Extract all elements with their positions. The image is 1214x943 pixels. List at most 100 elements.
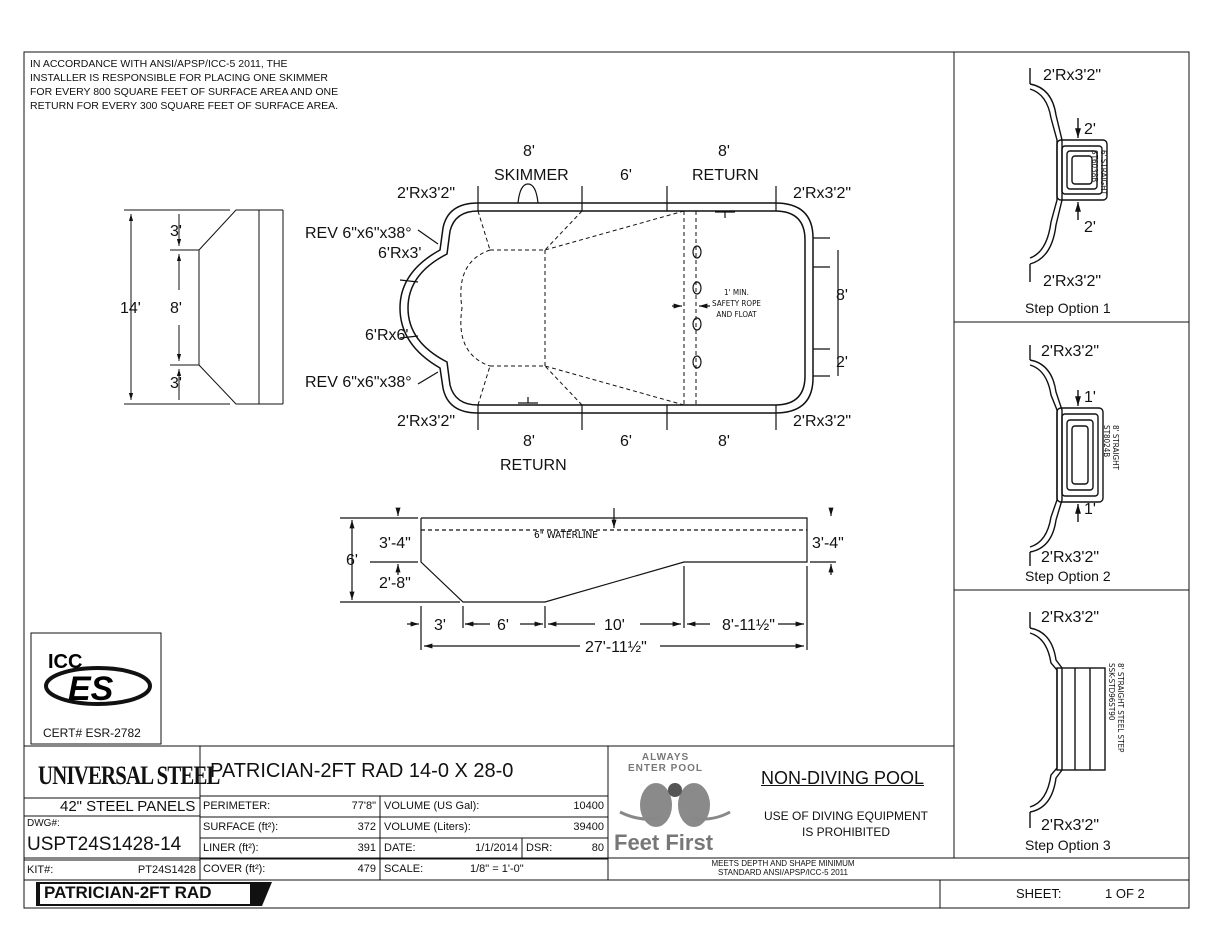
section-seg4: 8'-11½" (722, 617, 775, 634)
right-dim-2: 2' (836, 354, 848, 371)
perimeter-label: PERIMETER: (203, 800, 271, 812)
kit-number: PT24S1428 (137, 864, 196, 876)
cover-label: COVER (ft²): (203, 863, 266, 875)
width-bot-label: 3' (170, 375, 182, 392)
model-title: PATRICIAN-2FT RAD 14-0 X 28-0 (210, 760, 514, 782)
waterline-label: 6" WATERLINE (534, 530, 598, 541)
model-banner: PATRICIAN-2FT RAD (44, 883, 212, 902)
date-label: DATE: (384, 842, 416, 854)
step2-code: 8' STRAIGHT ST8024B (1102, 425, 1120, 470)
width-top-label: 3' (170, 223, 182, 240)
rev-bot-label: REV 6"x6"x38° (305, 374, 412, 391)
top-dim-8a: 8' (523, 143, 535, 160)
width-mid-label: 8' (170, 300, 182, 317)
cover-value: 479 (357, 863, 376, 875)
step1-bottom-label: 2'Rx3'2" (1043, 273, 1101, 290)
width-profile (124, 209, 284, 405)
liner-label: LINER (ft²): (203, 842, 259, 854)
dwg-number: USPT24S1428-14 (27, 834, 182, 855)
panel-ticks (399, 186, 830, 430)
badge-feet-first: Feet First (614, 830, 714, 855)
corner-tl-label: 2'Rx3'2" (397, 185, 455, 202)
svg-text:ICC: ICC (48, 651, 82, 673)
pool-section (340, 507, 836, 650)
bot-dim-6: 6' (620, 433, 632, 450)
date-value: 1/1/2014 (475, 842, 518, 854)
corner-br-label: 2'Rx3'2" (793, 413, 851, 430)
scale-value: 1/8" = 1'-0" (470, 863, 524, 875)
step-option-3-caption: Step Option 3 (1025, 837, 1111, 853)
section-depth-label: 6' (346, 552, 358, 569)
section-left-steps: 2'-8" (379, 575, 411, 592)
step-option-1-caption: Step Option 1 (1025, 300, 1111, 316)
section-seg2: 6' (497, 617, 509, 634)
top-dim-8b: 8' (718, 143, 730, 160)
step1-dim1: 2' (1084, 121, 1096, 138)
step1-code: 6' STRAIGHT ST6038B (1090, 150, 1108, 195)
surface-value: 372 (357, 821, 376, 833)
step3-bottom-label: 2'Rx3'2" (1041, 817, 1099, 834)
skimmer-label: SKIMMER (494, 167, 569, 184)
sheet-label: SHEET: (1016, 886, 1062, 901)
step1-top-label: 2'Rx3'2" (1043, 67, 1101, 84)
step-option-2 (1029, 345, 1104, 566)
standard-note: MEETS DEPTH AND SHAPE MINIMUM STANDARD A… (711, 859, 855, 877)
volume-gal-label: VOLUME (US Gal): (384, 800, 480, 812)
cert-number: CERT# ESR-2782 (43, 726, 141, 740)
step2-bottom-label: 2'Rx3'2" (1041, 549, 1099, 566)
volume-gal-value: 10400 (573, 800, 604, 812)
non-diving-title: NON-DIVING POOL (761, 768, 925, 788)
svg-text:ES: ES (68, 670, 114, 708)
step2-dim2: 1' (1084, 501, 1096, 518)
section-seg1: 3' (434, 617, 446, 634)
volume-l-value: 39400 (573, 821, 604, 833)
cert-box (30, 632, 162, 745)
section-seg3: 10' (604, 617, 625, 634)
section-total-length: 27'-11½" (585, 639, 647, 656)
surface-label: SURFACE (ft²): (203, 821, 279, 833)
step-option-3 (1029, 612, 1106, 828)
perimeter-value: 77'8" (351, 800, 376, 812)
section-left-shallow: 3'-4" (379, 535, 411, 552)
dsr-label: DSR: (526, 842, 553, 854)
scale-label: SCALE: (384, 863, 424, 875)
volume-l-label: VOLUME (Liters): (384, 821, 471, 833)
sheet-border (23, 51, 1190, 909)
rev-top-label: REV 6"x6"x38° (305, 225, 412, 242)
section-right-shallow: 3'-4" (812, 535, 844, 552)
plan-hidden-lines (460, 210, 697, 406)
liner-value: 391 (357, 842, 376, 854)
radius-6x3-label: 6'Rx3' (378, 245, 421, 262)
safety-rope-label: 1' MIN. SAFETY ROPE AND FLOAT (712, 288, 761, 319)
model-banner-box (36, 882, 272, 906)
skimmer-icon (517, 183, 539, 204)
installer-note: IN ACCORDANCE WITH ANSI/APSP/ICC-5 2011,… (30, 58, 339, 112)
kit-label: KIT#: (27, 864, 54, 876)
corner-bl-label: 2'Rx3'2" (397, 413, 455, 430)
step-option-1 (1029, 68, 1108, 282)
step-option-2-caption: Step Option 2 (1025, 568, 1111, 584)
top-return-label: RETURN (692, 167, 759, 184)
bot-dim-8b: 8' (718, 433, 730, 450)
sheet-number: 1 OF 2 (1105, 886, 1145, 901)
radius-6x6-label: 6'Rx6' (365, 327, 408, 344)
dsr-value: 80 (591, 842, 604, 854)
brand-logo: UNIVERSAL STEEL (38, 761, 220, 790)
dwg-label: DWG#: (27, 818, 60, 829)
step2-dim1: 1' (1084, 389, 1096, 406)
fittings (517, 183, 839, 404)
step3-code: 8' STRAIGHT STEEL STEP SSK-STD96ST90 (1107, 663, 1125, 753)
feet-first-icon (619, 783, 731, 827)
panels-label: 42" STEEL PANELS (60, 798, 196, 815)
badge-top-text: ALWAYS ENTER POOL (628, 752, 704, 774)
top-dim-6: 6' (620, 167, 632, 184)
right-dim-8: 8' (836, 287, 848, 304)
diving-warning: USE OF DIVING EQUIPMENT IS PROHIBITED (763, 809, 928, 839)
corner-tr-label: 2'Rx3'2" (793, 185, 851, 202)
bot-return-label: RETURN (500, 457, 567, 474)
step1-dim2: 2' (1084, 219, 1096, 236)
width-total-label: 14' (120, 300, 141, 317)
icc-es-logo: ICC ES (44, 651, 152, 708)
